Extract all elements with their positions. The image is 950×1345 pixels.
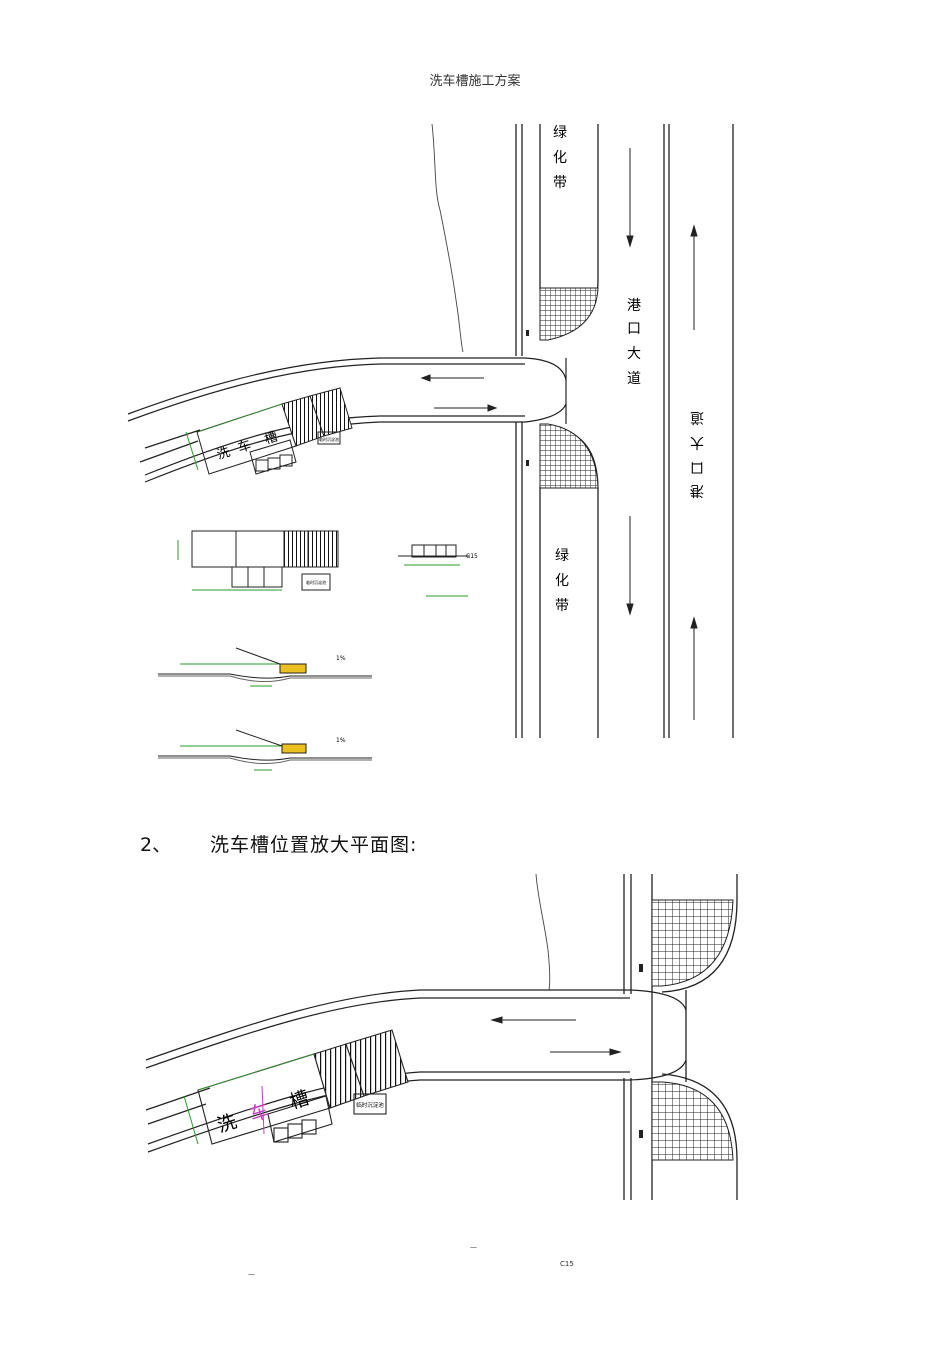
wash-trough-char: 车 — [236, 437, 253, 456]
detail-c15-label: C15 — [466, 553, 478, 560]
wash-trough-char: 洗 — [215, 445, 232, 463]
section-profile-2 — [158, 729, 372, 771]
detail-section-small — [398, 544, 470, 597]
footer-c15: C15 — [560, 1260, 574, 1268]
pavement-hatch-top — [651, 899, 734, 987]
site-boundary-line — [431, 123, 464, 353]
section-title: 洗车槽位置放大平面图: — [210, 834, 418, 856]
page-header: 洗车槽施工方案 — [429, 74, 521, 89]
road-name-flipped-char: 道 — [690, 409, 704, 425]
box-label: 临时沉淀池 — [319, 436, 339, 442]
road-name-char: 道 — [627, 371, 641, 387]
pavement-hatch-bottom — [651, 1081, 734, 1161]
detail-box-label: 临时沉淀池 — [306, 579, 326, 585]
dim-line — [185, 431, 199, 471]
greenbelt-bottom-char: 绿 — [555, 548, 569, 564]
dim-line — [183, 1095, 199, 1145]
lane-arrows — [490, 1016, 622, 1056]
slope-label: 1% — [336, 737, 346, 744]
road-name-char: 口 — [627, 321, 641, 337]
wash-trough-structure — [197, 1029, 409, 1145]
road-name-flipped-char: 大 — [690, 434, 704, 450]
section-profile-1 — [158, 647, 372, 687]
site-boundary-line — [535, 873, 551, 991]
dim-line — [197, 403, 283, 433]
greenbelt-bottom-char: 带 — [555, 598, 569, 614]
greenbelt-top-char: 带 — [553, 175, 567, 191]
greenbelt-bottom-char: 化 — [555, 573, 569, 589]
greenbelt-top-char: 绿 — [553, 125, 567, 141]
detail-plan — [177, 530, 339, 591]
site-plan-drawing: 绿 化 带 绿 化 带 港 口 大 道 港 口 大 道 洗 车 槽 临时沉淀池 … — [127, 123, 734, 771]
pavement-hatch-top — [539, 287, 599, 341]
wash-trough-char: 槽 — [287, 1087, 312, 1114]
enlarged-plan-drawing: 洗 车 槽 临时沉淀池 — [145, 873, 738, 1200]
lane-arrows — [420, 148, 698, 720]
footer-mark: — — [248, 1270, 255, 1278]
footer-mark: — — [470, 1243, 477, 1251]
wash-trough-char: 槽 — [263, 429, 280, 447]
road-name-char: 大 — [627, 346, 641, 362]
pavement-hatch-bottom — [539, 423, 599, 489]
dim-line — [197, 1053, 315, 1091]
road-name-char: 港 — [627, 298, 641, 314]
greenbelt-top-char: 化 — [553, 150, 567, 166]
section-number: 2、 — [140, 834, 172, 856]
road-name-flipped-char: 港 — [690, 482, 704, 498]
box-label: 临时沉淀池 — [356, 1101, 384, 1109]
main-road-lines — [515, 124, 734, 738]
slope-label: 1% — [336, 655, 346, 662]
road-name-flipped-char: 口 — [690, 459, 704, 475]
magenta-mark — [261, 1085, 265, 1135]
